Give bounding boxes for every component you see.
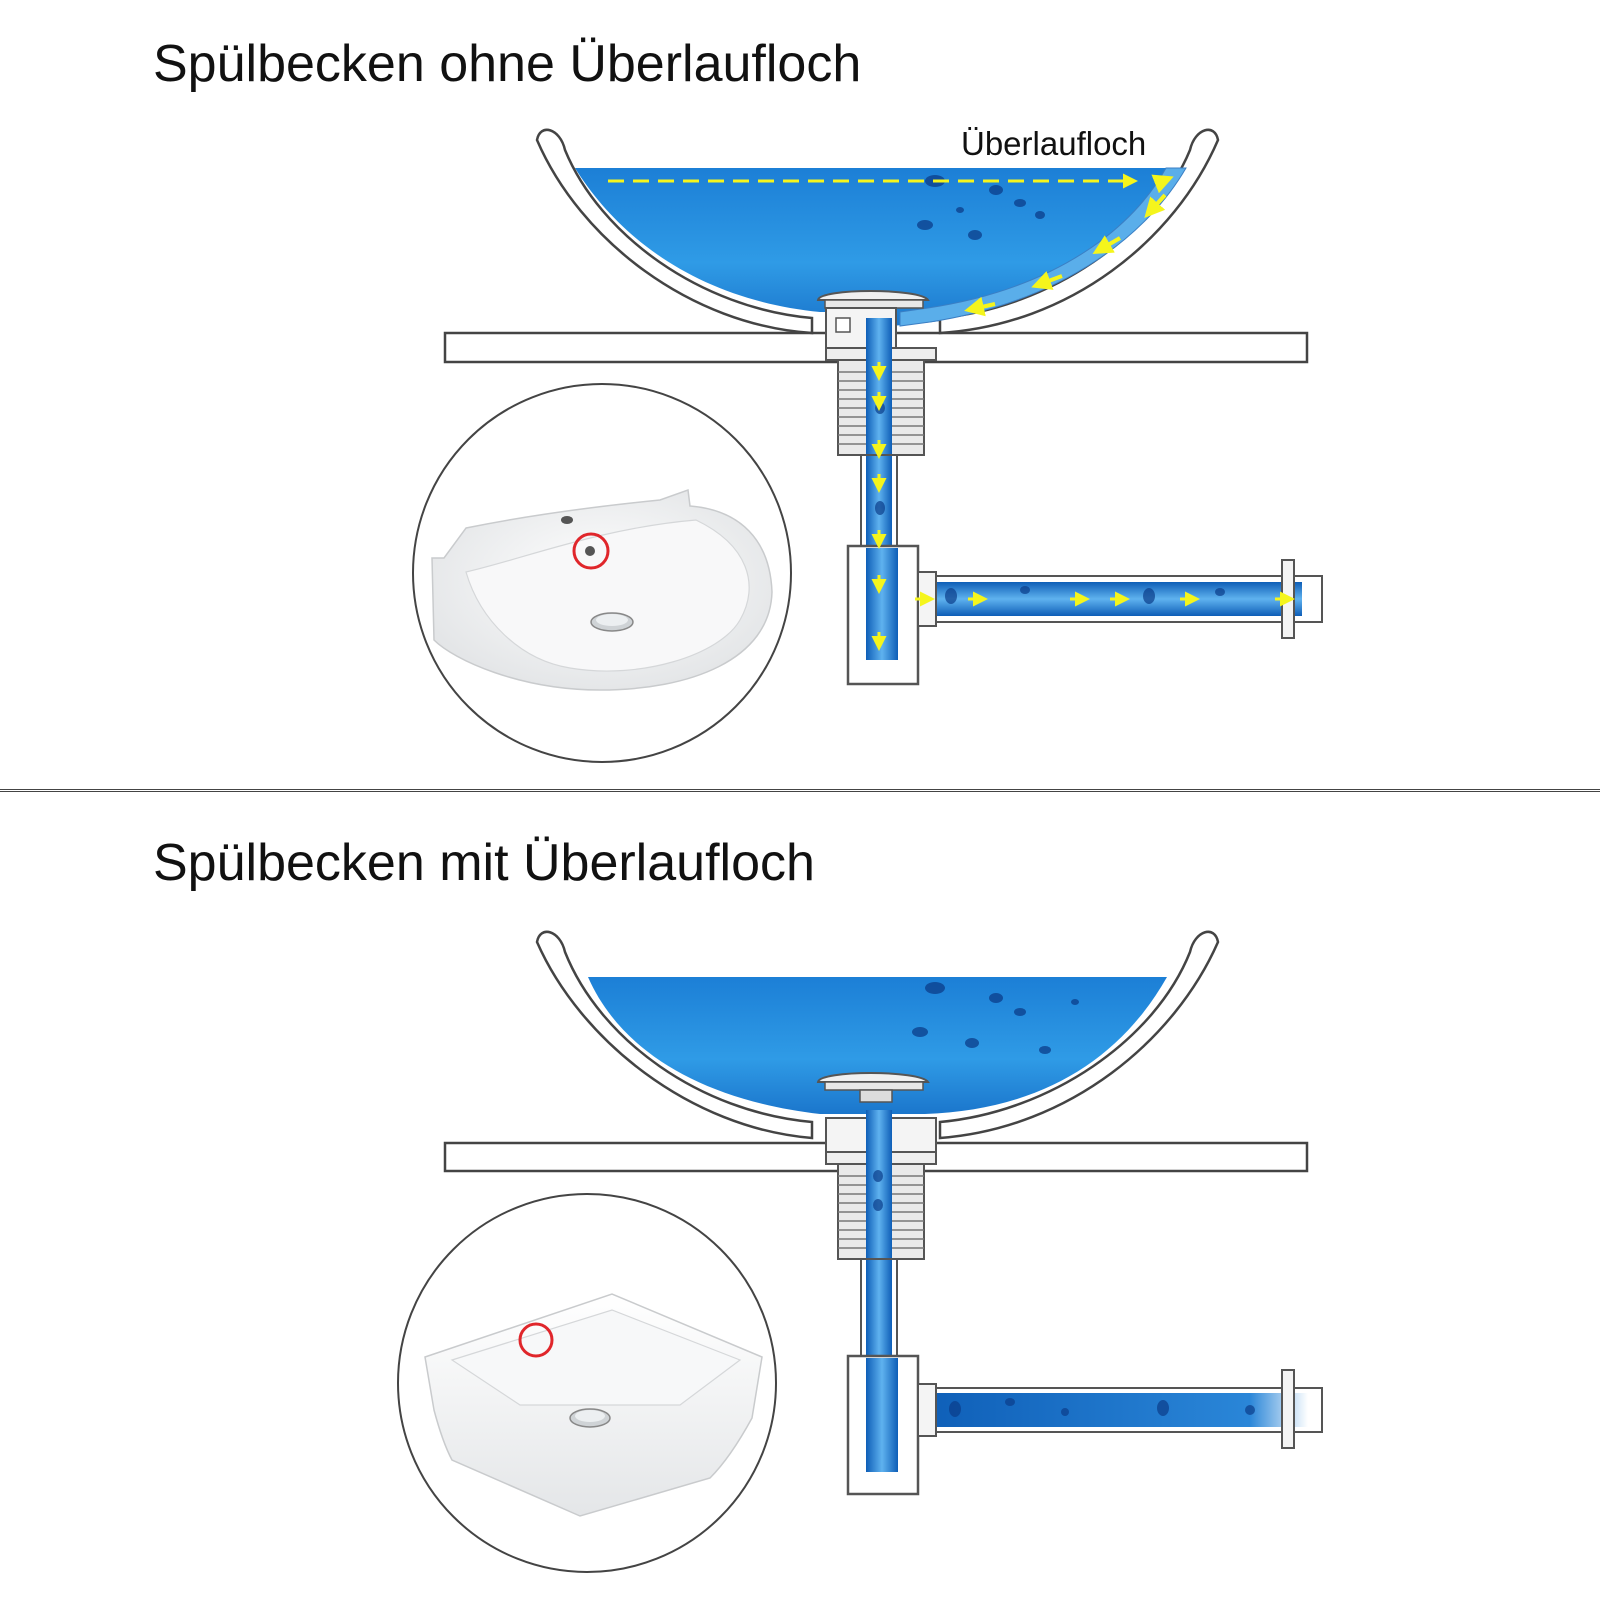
overflow-flow-arrows — [964, 174, 1174, 317]
drain-cap — [816, 1072, 930, 1083]
drain-cap — [816, 290, 930, 301]
highlight-circle — [518, 1322, 554, 1358]
panel-title: Spülbecken ohne Überlaufloch — [153, 35, 862, 93]
bowl-wall-right — [938, 930, 1220, 1140]
pipe-flow-arrows — [871, 362, 1295, 651]
inset-basin-without-overflow — [397, 1193, 777, 1573]
panel-with-overflow: Spülbecken mit Überlaufloch — [0, 793, 1600, 1600]
bowl-wall-left — [535, 930, 814, 1140]
highlight-circle — [572, 532, 610, 570]
inset-basin-with-overflow — [412, 383, 792, 763]
overflow-hole-label: Überlaufloch — [961, 125, 1146, 162]
drain-diagram-without-overflow: Überlaufloch — [412, 125, 1323, 763]
panel-without-overflow: Spülbecken ohne Überlaufloch — [0, 0, 1600, 790]
outlet-pipe-water — [918, 1393, 1308, 1427]
water-bubbles — [912, 982, 1079, 1054]
panel-title: Spülbecken mit Überlaufloch — [153, 834, 815, 892]
section-divider — [0, 789, 1600, 792]
wall-flange — [1281, 1369, 1295, 1449]
drain-diagram-with-overflow — [397, 930, 1323, 1573]
bowl-wall-left — [535, 128, 814, 335]
